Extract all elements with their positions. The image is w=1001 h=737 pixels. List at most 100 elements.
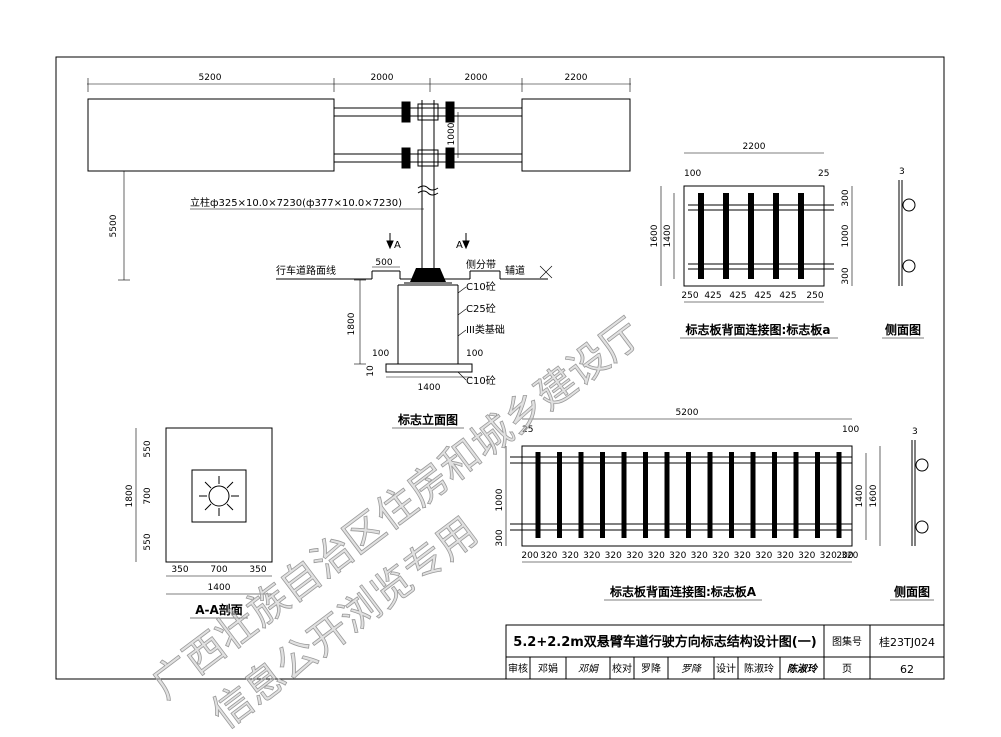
dim-bottom-big: 320 — [626, 551, 643, 561]
dim-5200-big: 5200 — [676, 408, 699, 418]
review-signature: 邓娟 — [578, 663, 599, 675]
dim-1400-foundation: 1400 — [418, 383, 441, 393]
aa-section: 550 700 550 1800 350 700 350 1400 A-A剖面 — [125, 427, 273, 619]
c10-bottom-label: C10砼 — [466, 374, 496, 387]
column-base — [404, 268, 452, 284]
aa-dim-350-left: 350 — [171, 565, 188, 575]
dim-5500: 5500 — [109, 214, 119, 237]
page-label: 页 — [842, 663, 852, 675]
dim-1800-foundation: 1800 — [347, 312, 357, 335]
design-label: 设计 — [716, 662, 736, 675]
dim-25-a: 25 — [818, 169, 829, 179]
dim-5200: 5200 — [199, 73, 222, 83]
aa-dim-350-right: 350 — [249, 565, 266, 575]
dim-25-big: 25 — [522, 425, 533, 435]
design-signature: 陈淑玲 — [787, 663, 819, 675]
dim-300-a-top: 300 — [841, 189, 851, 206]
aa-dim-1400: 1400 — [208, 583, 231, 593]
side-big-title: 侧面图 — [894, 584, 930, 599]
foundation — [385, 284, 473, 373]
check-name: 罗降 — [641, 662, 661, 675]
rail-big — [836, 452, 842, 538]
dim-bottom-big: 200 — [836, 551, 853, 561]
rail-a — [748, 193, 754, 279]
dim-bottom-big: 200 — [521, 551, 538, 561]
sign-panel-right — [521, 98, 631, 172]
dim-10: 10 — [366, 365, 376, 377]
rail-a — [798, 193, 804, 279]
rail-big — [686, 452, 691, 538]
aa-dim-700: 700 — [143, 487, 153, 504]
rail-big — [600, 452, 605, 538]
road-line-label: 行车道路面线 — [276, 264, 336, 277]
base-class-label: III类基础 — [466, 323, 505, 336]
dim-1600-a: 1600 — [650, 224, 660, 247]
dim-100-left: 100 — [372, 349, 389, 359]
dim-1000-arms: 1000 — [447, 122, 457, 145]
dim-bottom-a: 250 — [806, 291, 823, 301]
dim-bottom-a: 250 — [681, 291, 698, 301]
rail-big — [643, 452, 648, 538]
side-big-dim-3: 3 — [912, 427, 918, 437]
dim-500: 500 — [375, 258, 392, 268]
dim-100-right: 100 — [466, 349, 483, 359]
atlas-label: 图集号 — [832, 635, 862, 648]
c10-top-label: C10砼 — [466, 280, 496, 293]
review-name: 邓娟 — [538, 662, 558, 675]
dim-bottom-big: 320 — [841, 551, 858, 561]
dim-300-a-bottom: 300 — [841, 267, 851, 284]
aux-road-label: 辅道 — [505, 264, 525, 277]
rail-big — [535, 452, 541, 538]
dim-2200-a: 2200 — [743, 142, 766, 152]
section-mark-a-right: A — [456, 240, 463, 251]
dim-bottom-big: 320 — [648, 551, 665, 561]
median-label: 侧分带 — [466, 258, 496, 271]
side-view-big-a: 3 侧面图 — [890, 427, 934, 601]
back-a-title: 标志板背面连接图:标志板a — [685, 322, 831, 337]
dim-bottom-big: 320 — [755, 551, 772, 561]
rail-big — [772, 452, 777, 538]
dim-bottom-big: 320 — [798, 551, 815, 561]
back-big-a-title: 标志板背面连接图:标志板A — [609, 584, 757, 599]
dim-1400-big: 1400 — [855, 484, 865, 507]
sign-panel-left — [87, 98, 335, 172]
aa-dim-1800: 1800 — [125, 484, 135, 507]
atlas-number: 桂23TJ024 — [879, 635, 935, 649]
dim-bottom-big: 320 — [820, 551, 837, 561]
section-mark-a-left: A — [394, 240, 401, 251]
aa-dim-550-top: 550 — [143, 440, 153, 457]
aa-dim-550-bottom: 550 — [143, 533, 153, 550]
dim-100-a: 100 — [684, 169, 701, 179]
dim-1600-big: 1600 — [869, 484, 879, 507]
aa-dim-700-h: 700 — [210, 565, 227, 575]
rails-a — [698, 193, 804, 279]
ground-profile — [276, 270, 548, 280]
dim-bottom-big: 320 — [562, 551, 579, 561]
rail-big — [557, 452, 562, 538]
arm-flanges — [401, 101, 455, 169]
elevation-title: 标志立面图 — [397, 412, 458, 427]
dim-1000-big: 1000 — [495, 488, 505, 511]
dim-bottom-big: 320 — [605, 551, 622, 561]
check-label: 校对 — [612, 662, 632, 675]
dim-2200: 2200 — [565, 73, 588, 83]
side-a-title: 侧面图 — [885, 322, 921, 337]
column-label: 立柱ф325×10.0×7230(ф377×10.0×7230) — [190, 196, 402, 209]
dim-bottom-a: 425 — [754, 291, 771, 301]
rail-big — [815, 452, 820, 538]
rail-a — [773, 193, 779, 279]
rail-big — [729, 452, 734, 538]
dim-bottom-big: 320 — [583, 551, 600, 561]
dim-bottom-a: 425 — [704, 291, 721, 301]
dim-1400-a: 1400 — [663, 224, 673, 247]
side-view-a: 3 侧面图 — [882, 167, 924, 339]
dim-bottom-big: 320 — [712, 551, 729, 561]
dim-2000-left: 2000 — [371, 73, 394, 83]
rails-big — [535, 452, 842, 538]
design-name: 陈淑玲 — [744, 662, 774, 675]
column — [417, 100, 439, 270]
